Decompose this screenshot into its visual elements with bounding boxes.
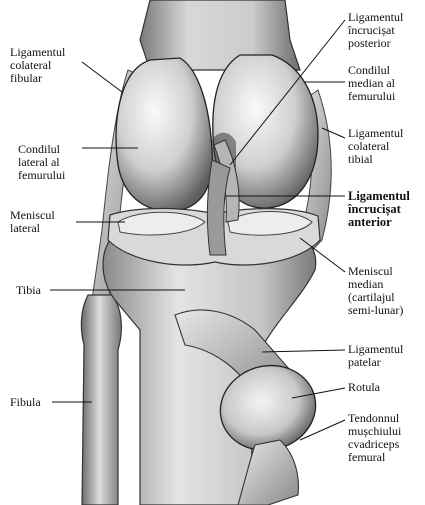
label-ligamentul-incrucisat-posterior: Ligamentul încrucișat posterior bbox=[348, 11, 403, 50]
label-meniscul-median: Meniscul median (cartilajul semi-lunar) bbox=[348, 265, 403, 317]
label-fibula: Fibula bbox=[10, 396, 41, 409]
label-condilul-median: Condilul median al femurului bbox=[348, 64, 395, 103]
lateral-femoral-condyle bbox=[116, 58, 212, 211]
label-ligamentul-colateral-fibular: Ligamentul colateral fibular bbox=[10, 46, 65, 85]
fibula-bone bbox=[81, 295, 121, 505]
label-tendonul-cvadriceps: Tendonnul mușchiului cvadriceps femural bbox=[348, 412, 401, 464]
label-condilul-lateral: Condilul lateral al femurului bbox=[18, 143, 65, 182]
label-ligamentul-patelar: Ligamentul patelar bbox=[348, 343, 403, 369]
label-meniscul-lateral: Meniscul lateral bbox=[10, 209, 55, 235]
label-ligamentul-colateral-tibial: Ligamentul colateral tibial bbox=[348, 127, 403, 166]
label-rotula: Rotula bbox=[348, 381, 380, 394]
label-tibia: Tibia bbox=[16, 284, 41, 297]
label-ligamentul-incrucisat-anterior: Ligamentul încrucișat anterior bbox=[348, 190, 410, 229]
